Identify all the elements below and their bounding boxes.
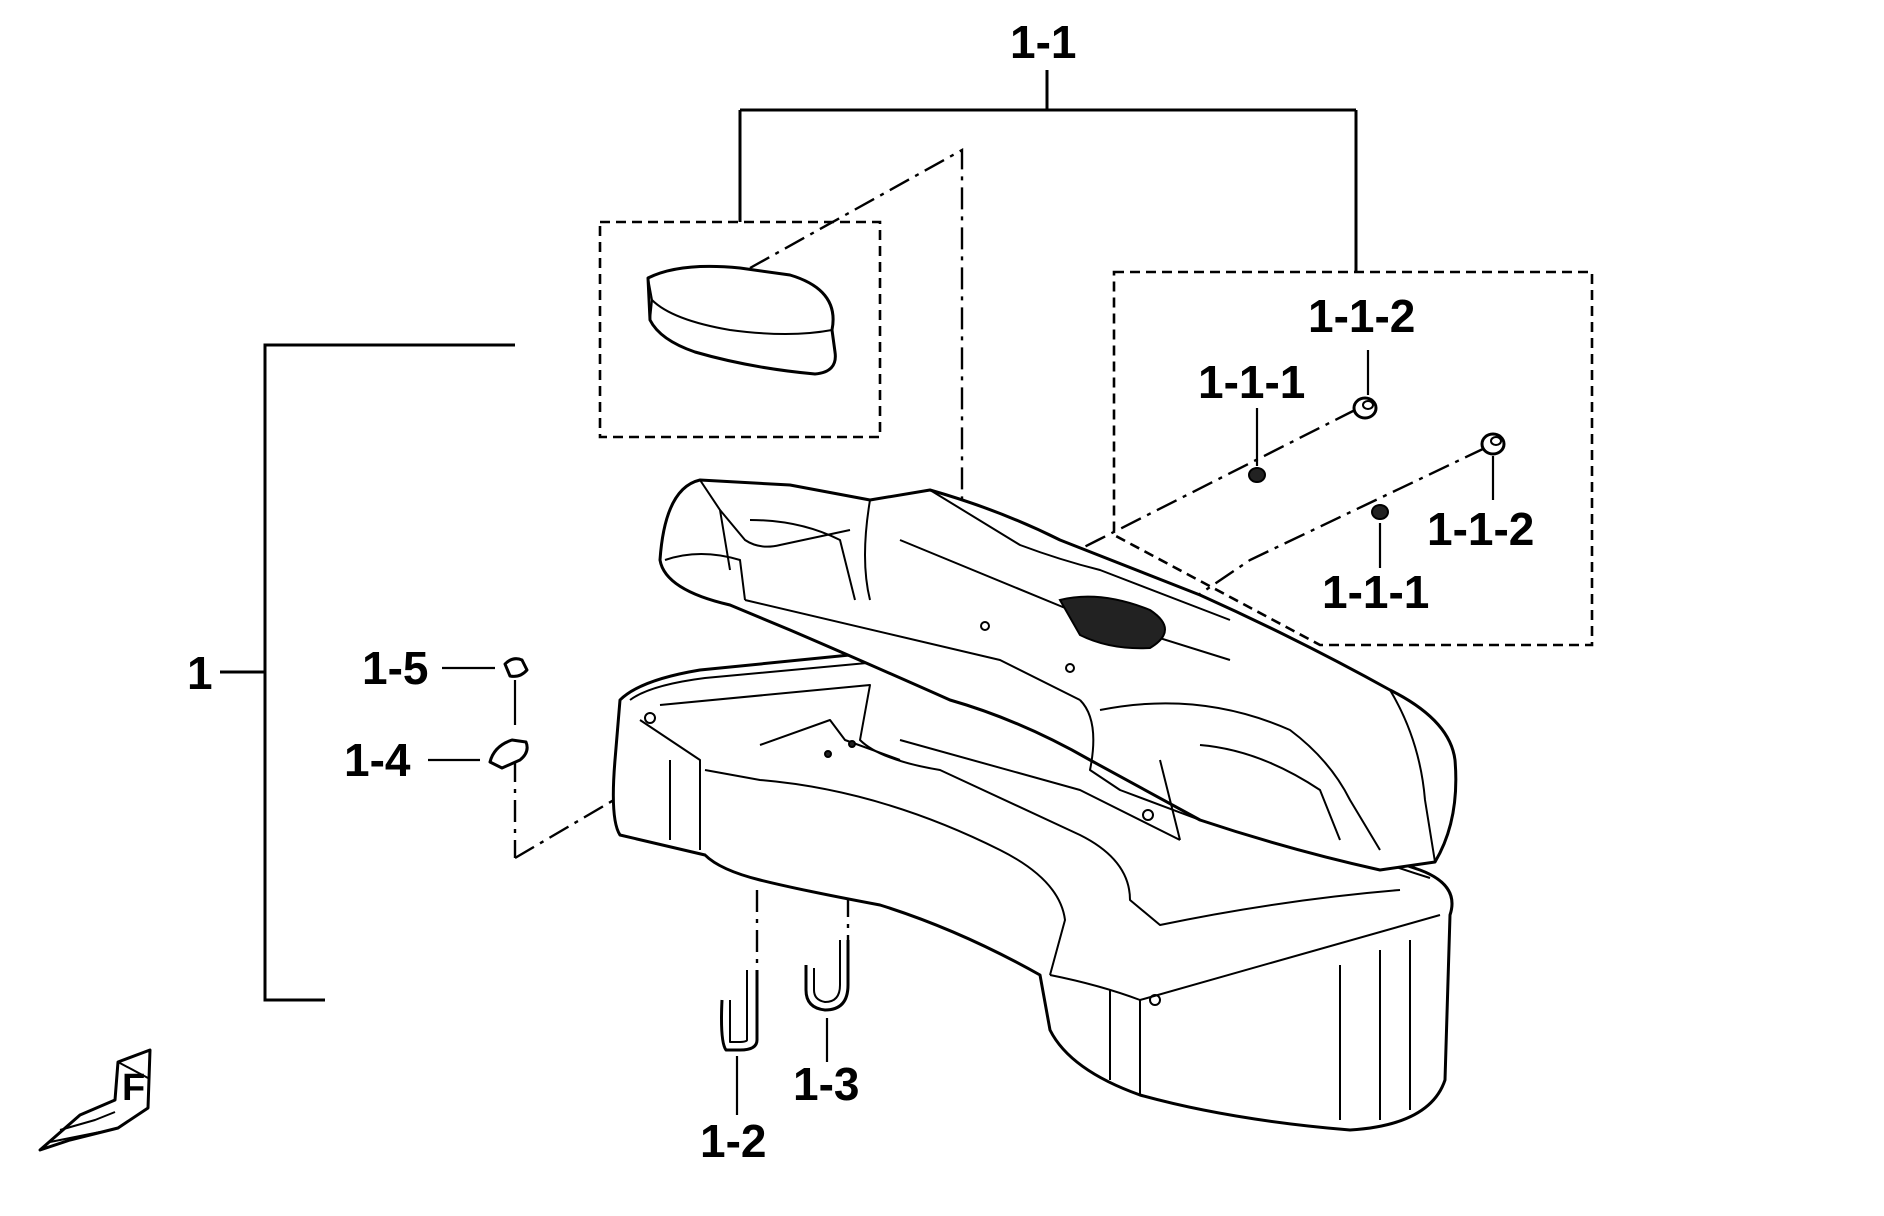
assembly-bracket bbox=[220, 343, 515, 1002]
direction-marker-label: F bbox=[122, 1067, 145, 1109]
hook-left-part bbox=[720, 970, 759, 1115]
washer-bottom-part bbox=[1480, 432, 1506, 456]
callout-latch-plate: 1-4 bbox=[344, 734, 411, 786]
backrest-pad-detail-box bbox=[598, 220, 882, 439]
callout-washer-top: 1-1-2 bbox=[1308, 290, 1415, 342]
backrest-pad bbox=[646, 264, 837, 376]
latch-plate-part bbox=[428, 738, 529, 770]
callout-washer-bottom: 1-1-2 bbox=[1427, 503, 1534, 555]
cargo-box-lid bbox=[658, 478, 1458, 872]
backrest-bracket bbox=[738, 70, 1358, 272]
callout-assembly: 1 bbox=[187, 647, 213, 699]
callout-backrest-assembly: 1-1 bbox=[1010, 16, 1076, 68]
hardware-detail-box bbox=[1112, 270, 1594, 647]
screw-top-part bbox=[1248, 467, 1266, 483]
callout-nut: 1-5 bbox=[362, 642, 428, 694]
hardware-leaders bbox=[1255, 350, 1495, 568]
front-direction-marker: F bbox=[38, 1048, 152, 1152]
callout-screw-top: 1-1-1 bbox=[1198, 356, 1305, 408]
washer-top-part bbox=[1352, 396, 1378, 420]
screw-bottom-part bbox=[1371, 504, 1389, 520]
callout-hook-right: 1-3 bbox=[793, 1058, 859, 1110]
callout-screw-bottom: 1-1-1 bbox=[1322, 566, 1429, 618]
callout-hook-left: 1-2 bbox=[700, 1115, 766, 1167]
hook-right-part bbox=[804, 940, 850, 1062]
nut-part bbox=[442, 657, 529, 678]
